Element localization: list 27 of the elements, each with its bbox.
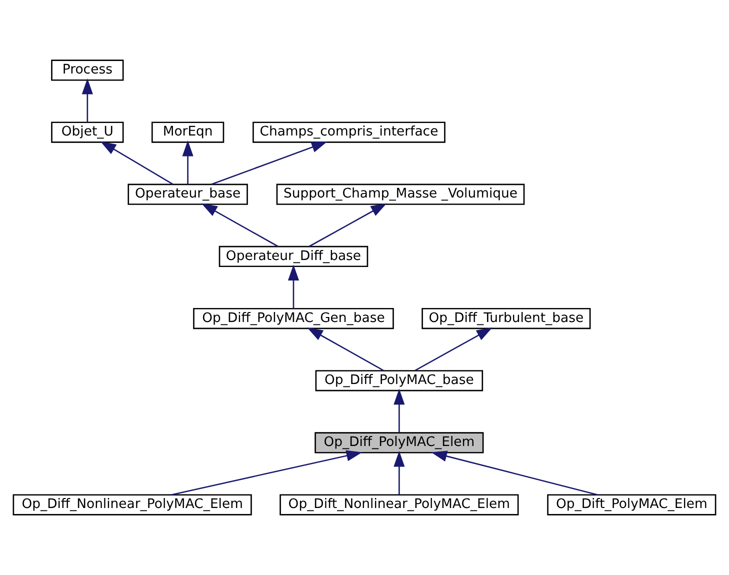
node-box: Champs_compris_interface (252, 122, 446, 143)
node-box: Operateur_Diff_base (218, 246, 368, 268)
arrow (182, 140, 194, 184)
node-box: Op_Diff_Turbulent_base (422, 308, 591, 330)
node-box: Support_Champ_Masse _Volumique (276, 184, 525, 205)
arrow (201, 203, 278, 247)
arrow (431, 450, 598, 496)
node-box: Objet_U (51, 122, 124, 143)
node-box: Op_Diff_PolyMAC_Elem (314, 432, 484, 454)
arrow (308, 203, 387, 247)
node-box: Op_Diff_Nonlinear_PolyMAC_Elem (12, 494, 252, 516)
arrow (394, 450, 405, 495)
node-box: Op_Dift_Nonlinear_PolyMAC_Elem (280, 494, 519, 516)
arrow (288, 264, 300, 308)
arrow (211, 142, 328, 186)
node-box: Op_Diff_PolyMAC_base (315, 370, 484, 392)
arrow (100, 141, 174, 185)
arrow (170, 450, 362, 496)
node-box: Op_Dift_PolyMAC_Elem (547, 494, 716, 516)
arrow (414, 328, 492, 372)
node-box: Process (51, 60, 124, 81)
node-box: Op_Diff_PolyMAC_Gen_base (193, 308, 394, 330)
node-box: MorEqn (151, 122, 224, 143)
arrow (394, 388, 405, 433)
node-box: Operateur_base (128, 184, 248, 205)
arrow (307, 328, 384, 372)
arrow (82, 78, 93, 122)
